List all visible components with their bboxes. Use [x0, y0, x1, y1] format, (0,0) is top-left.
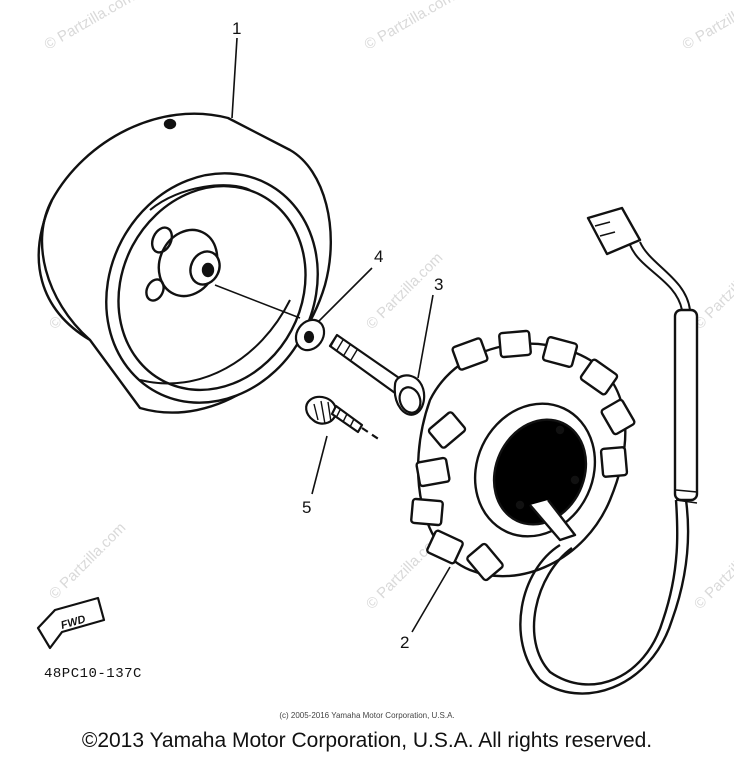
leader-line-3	[417, 294, 434, 379]
callout-2: 2	[400, 633, 409, 652]
watermark: © Partzilla.com	[691, 529, 734, 612]
bolt	[328, 333, 426, 416]
small-copyright: (c) 2005-2016 Yamaha Motor Corporation, …	[279, 711, 455, 720]
watermark: © Partzilla.com	[46, 519, 129, 602]
callout-5: 5	[302, 498, 311, 517]
washer	[294, 318, 326, 352]
flywheel-rotor	[37, 112, 332, 414]
leader-line-2	[411, 566, 451, 633]
stator-coil	[410, 206, 699, 695]
diagram-code: 48PC10-137C	[44, 666, 142, 682]
callout-3: 3	[434, 275, 443, 294]
callout-4: 4	[374, 247, 383, 266]
stator-poles	[410, 329, 636, 582]
watermark: © Partzilla.com	[362, 0, 458, 53]
leader-line-1	[231, 37, 238, 119]
callout-layer	[231, 37, 451, 633]
leader-line-4	[317, 267, 373, 323]
leader-line-5	[311, 435, 328, 495]
screw	[305, 395, 381, 441]
main-copyright: ©2013 Yamaha Motor Corporation, U.S.A. A…	[81, 729, 653, 752]
callout-1: 1	[232, 19, 241, 38]
fwd-arrow: FWD	[36, 596, 106, 650]
watermark: © Partzilla.com	[680, 0, 734, 53]
watermark: © Partzilla.com	[42, 0, 138, 53]
